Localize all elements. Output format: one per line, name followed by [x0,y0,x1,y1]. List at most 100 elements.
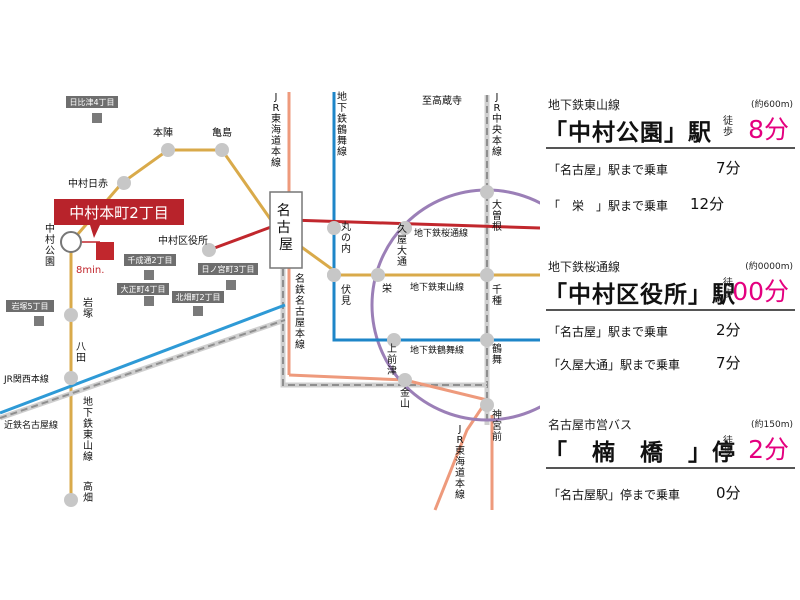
label-sakuradori-line: 地下鉄桜通線 [414,227,468,239]
station-tsurumai [480,333,494,347]
access-walk-minutes: 2分 [748,435,789,464]
station-kamimaezu [387,333,401,347]
station-hatta [64,371,78,385]
label-tsurumai-line-h: 地下鉄鶴舞線 [410,344,464,356]
access-station: 「中村公園」駅 [544,120,712,146]
label-jr-kansai: JR関西本線 [3,373,49,385]
access-distance: (約0000m) [745,262,793,272]
label-fushimi: 伏見 [341,283,351,307]
station-ozone [480,185,494,199]
label-kintetsu: 近鉄名古屋線 [4,419,58,431]
bus-stop-label: 日比津4丁目 [69,97,114,107]
station-nakamura-koen [60,231,82,253]
station-jingumae [480,398,494,412]
label-higashiyama-line-v: 地下鉄東山線 [83,395,93,463]
station-nakamura-kuyakusho [202,243,216,257]
label-sakae: 栄 [382,283,392,295]
bus-stop-square [144,270,154,280]
access-block-higashiyama: 地下鉄東山線 (約600m) 「中村公園」駅 徒歩 8分 「名古屋」駅まで乗車 … [540,96,795,226]
label-tsurumai-line: 地下鉄鶴舞線 [337,90,347,158]
access-ride-time: 2分 [716,321,741,339]
bus-stop-label: 岩塚5丁目 [11,301,48,311]
label-kamimaezu: 上前津 [387,343,397,377]
station-hisaya-odori [398,221,412,235]
access-distance: (約150m) [751,420,793,430]
bus-stop-square [34,316,44,326]
label-iwatsuka: 岩塚 [83,296,93,320]
nagoya-station-box [269,191,303,269]
kintetsu-line [0,317,286,421]
label-tsurumai: 鶴舞 [492,342,502,366]
station-sakae [371,268,385,282]
label-hatta: 八田 [76,342,86,364]
label-nagoya: 名 古 屋 [277,203,295,253]
label-kamejima: 亀島 [212,126,232,139]
label-kanayama: 金山 [400,386,410,410]
label-higashiyama-line-h: 地下鉄東山線 [410,281,464,293]
station-chikusa [480,268,494,282]
access-ride-time: 7分 [716,159,741,177]
access-ride-text: 「名古屋」駅まで乗車 [548,163,669,177]
bus-stop-square [92,113,102,123]
label-hisaya-odori: 久屋大通 [397,223,407,268]
station-fushimi [327,268,341,282]
station-kamejima [215,143,229,157]
access-line-name: 地下鉄東山線 [548,98,621,112]
access-divider [546,147,795,149]
label-ozone: 大曽根 [492,198,502,233]
walk-time-label: 8min. [76,265,104,276]
station-marunouchi-2 [327,221,341,235]
label-chikusa: 千種 [492,284,502,307]
access-station: 「 楠 橋 」停 [544,440,736,466]
route-map: 日比津4丁目 千成通2丁目 大正町4丁目 日ノ宮町3丁目 北畑町2丁目 岩塚5丁… [0,90,540,511]
label-honjin: 本陣 [153,126,173,139]
jr-kansai-line [0,303,286,415]
access-walk-minutes: 8分 [748,115,789,144]
access-ride-text: 「久屋大通」駅まで乗車 [548,358,681,372]
station-honjin [161,143,175,157]
bus-stop-label: 日ノ宮町3丁目 [201,264,254,274]
label-nakamura-koen: 中村公園 [45,222,55,268]
access-walk-label: 徒歩 [723,278,733,300]
access-ride-time: 0分 [716,484,741,502]
label-nakamura-nisseki: 中村日赤 [68,177,108,190]
access-panel: 地下鉄東山線 (約600m) 「中村公園」駅 徒歩 8分 「名古屋」駅まで乗車 … [540,0,795,600]
higashiyama-line [69,148,540,500]
station-takabata [64,493,78,507]
meitetsu-line [280,258,487,388]
label-meitetsu: 名鉄名古屋本線 [295,272,305,351]
tsurumai-line [332,92,540,342]
bus-stop-square [226,280,236,290]
access-distance: (約600m) [751,100,793,110]
label-nakamura-kuyakusho: 中村区役所 [158,234,208,247]
bus-stop-square [193,306,203,316]
access-walk-label: 徒歩 [723,116,733,138]
property-marker: 中村本町2丁目 8min. [54,199,184,276]
station-nakamura-nisseki [117,176,131,190]
bus-stop-label: 千成通2丁目 [127,255,172,265]
access-divider [546,309,795,311]
access-divider [546,467,795,469]
access-block-sakuradori: 地下鉄桜通線 (約0000m) 「中村区役所」駅 徒歩 00分 「名古屋」駅まで… [540,258,795,388]
label-takabata: 高畑 [83,480,93,504]
access-ride-text: 「名古屋駅」停まで乗車 [548,488,681,502]
access-line-name: 地下鉄桜通線 [548,260,621,274]
bus-stop-square [144,296,154,306]
access-ride-time: 7分 [716,354,741,372]
bus-stop-label: 大正町4丁目 [120,284,165,294]
access-walk-label: 徒歩 [723,436,733,458]
sakuradori-line [208,218,540,252]
access-station: 「中村区役所」駅 [544,282,736,308]
property-label: 中村本町2丁目 [69,204,169,222]
bus-stop-label: 北畑町2丁目 [175,293,220,302]
station-iwatsuka [64,308,78,322]
access-block-bus: 名古屋市営バス (約150m) 「 楠 橋 」停 徒歩 2分 「名古屋駅」停まで… [540,416,795,516]
label-sengen-kita: 至高蔵寺 [422,94,462,107]
station-kanayama [398,373,412,387]
access-ride-text: 「名古屋」駅まで乗車 [548,325,669,339]
access-ride-time: 12分 [690,195,725,213]
access-line-name: 名古屋市営バス [548,418,633,432]
